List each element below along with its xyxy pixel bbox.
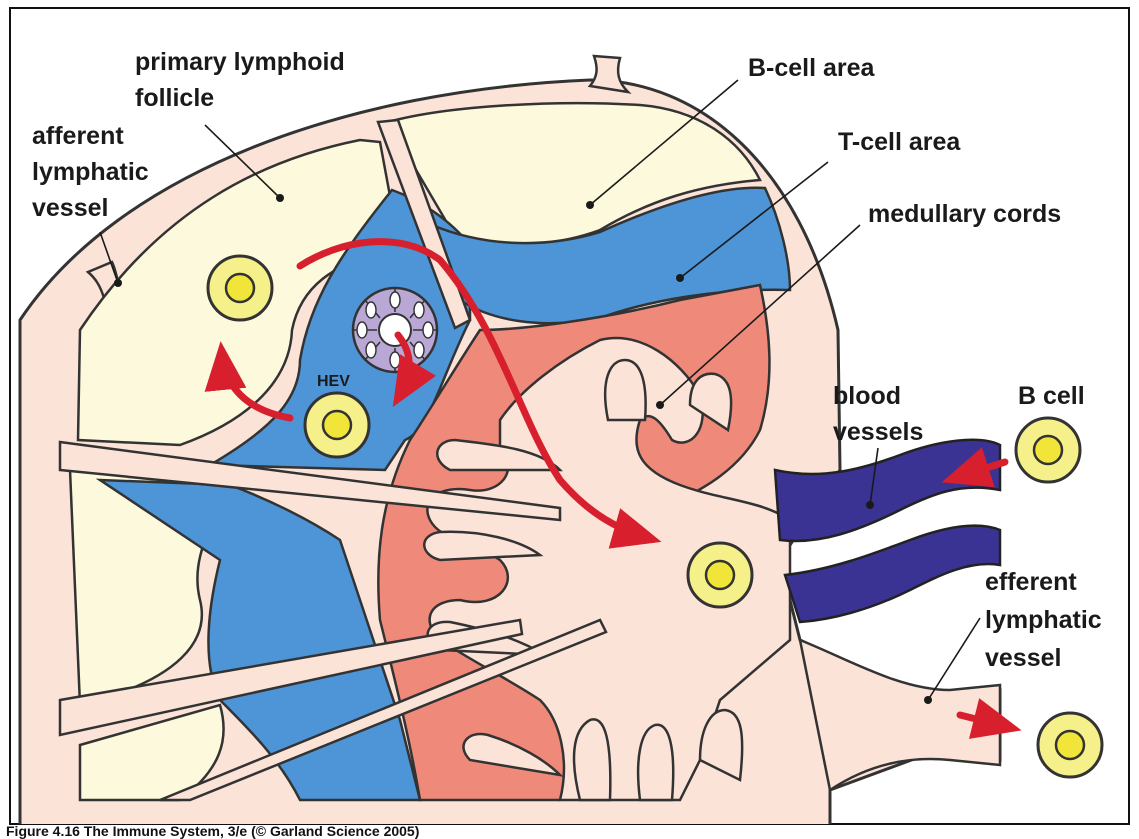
arrow-b-cell-out	[956, 698, 1022, 739]
b-cell-entering	[1014, 416, 1082, 484]
hev-vessel	[351, 286, 439, 374]
label-afferent-3: vessel	[32, 194, 108, 222]
label-b-cell: B cell	[1018, 382, 1085, 410]
b-cell-in-follicle	[206, 254, 274, 322]
label-efferent-1: efferent	[985, 568, 1077, 596]
label-afferent-2: lymphatic	[32, 158, 149, 186]
figure-caption: Figure 4.16 The Immune System, 3/e (© Ga…	[6, 823, 419, 839]
top-vessel-stub	[587, 54, 632, 94]
label-efferent-2: lymphatic	[985, 606, 1102, 634]
label-hev: HEV	[317, 373, 350, 390]
label-medullary-cords: medullary cords	[868, 200, 1061, 228]
label-blood-1: blood	[833, 382, 901, 410]
b-cell-near-hev	[303, 391, 371, 459]
label-blood-2: vessels	[833, 418, 923, 446]
blood-vessel-lower	[783, 524, 1002, 624]
medullary-fingers	[423, 358, 744, 802]
label-b-cell-area: B-cell area	[748, 54, 876, 82]
trabeculae	[58, 118, 608, 802]
arrow-hev-exit	[392, 331, 437, 408]
b-cell-leaving	[1036, 711, 1104, 779]
label-efferent-3: vessel	[985, 644, 1061, 672]
arrow-to-follicle	[204, 341, 294, 422]
label-primary-follicle-2: follicle	[135, 84, 214, 112]
label-afferent-1: afferent	[32, 122, 124, 150]
t-cell-zone-lower	[95, 478, 422, 802]
arrow-b-cell-in	[941, 447, 1009, 488]
label-primary-follicle-1: primary lymphoid	[135, 48, 345, 76]
label-t-cell-area: T-cell area	[838, 128, 961, 156]
b-cell-in-medulla	[686, 541, 754, 609]
arrow-through-node	[296, 238, 662, 549]
leader-lines	[99, 79, 981, 704]
